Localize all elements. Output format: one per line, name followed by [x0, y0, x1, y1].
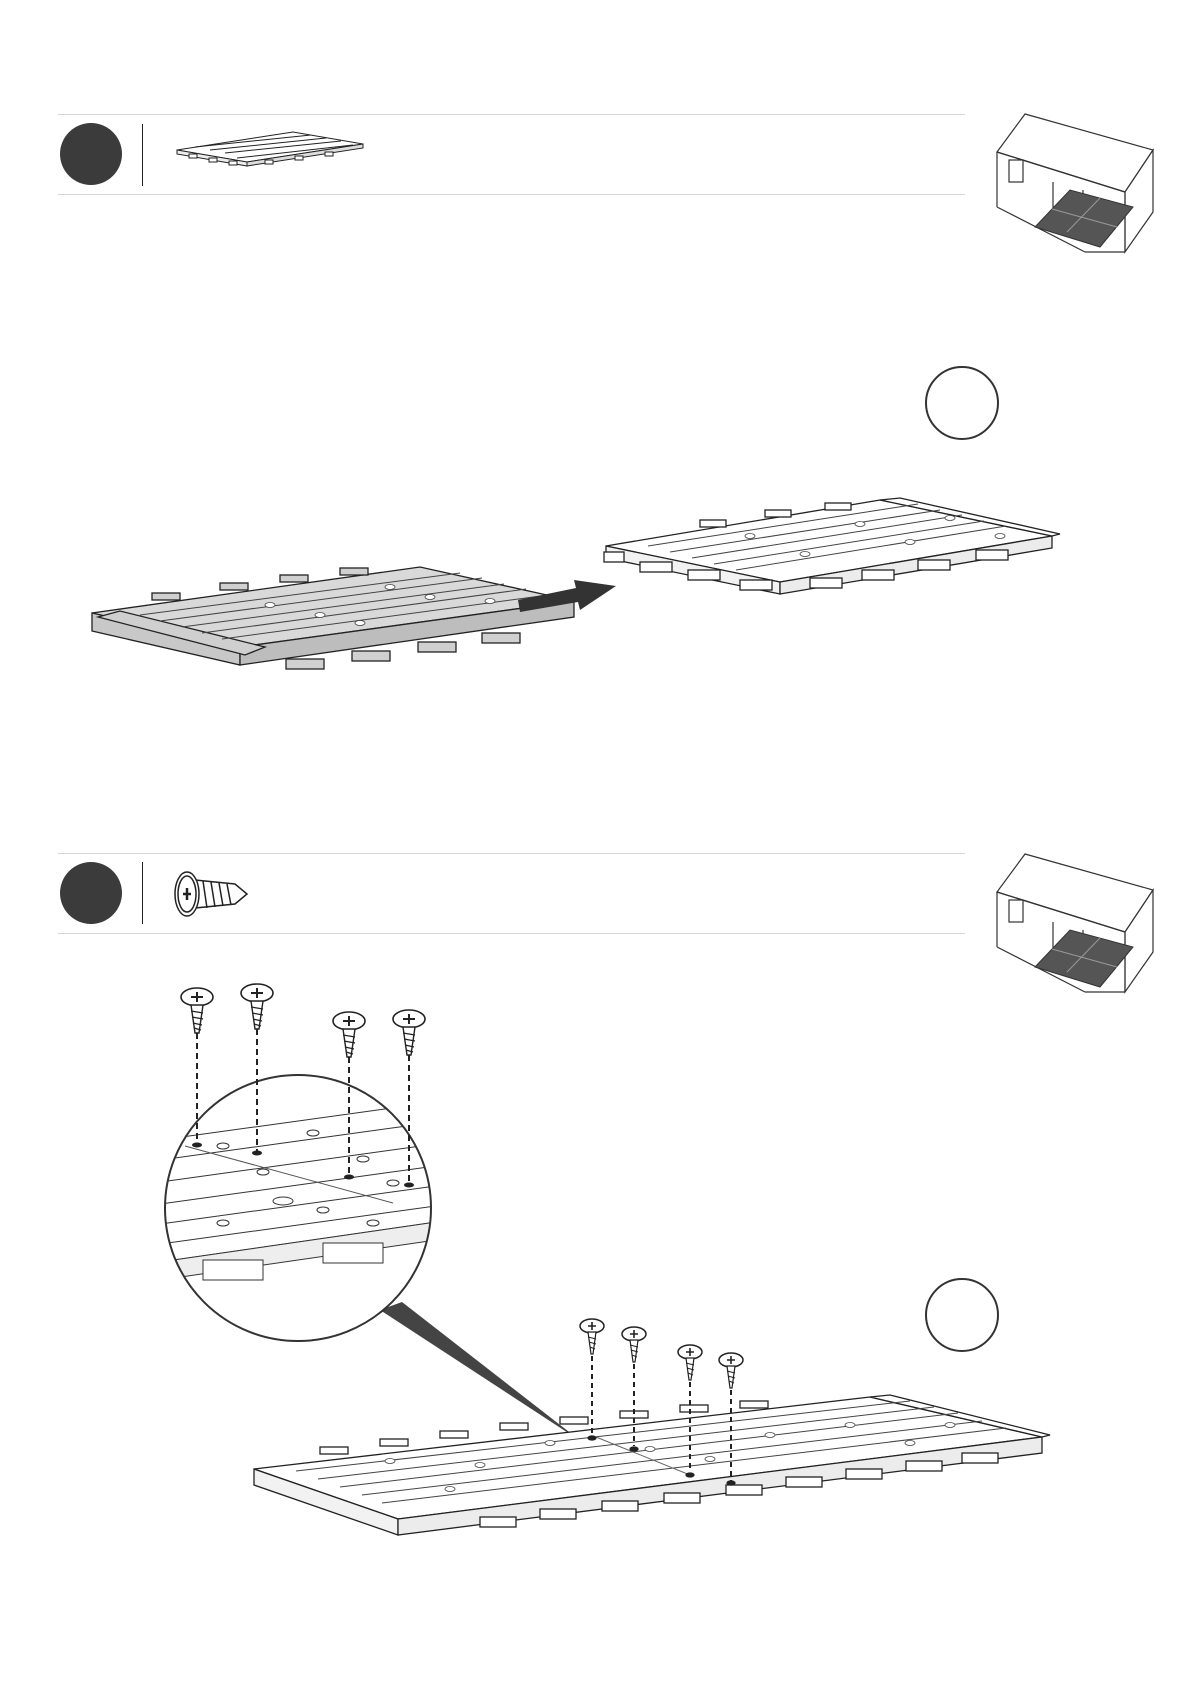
step-1-divider	[142, 124, 143, 186]
screw-icon	[393, 1010, 425, 1055]
shed-floor-location-icon	[995, 112, 1155, 257]
screw-icon	[719, 1353, 743, 1388]
step-2-reference-circle	[925, 1278, 999, 1352]
floor-panel-icon	[175, 130, 365, 170]
step-1-badge	[60, 123, 122, 185]
screw-icon	[173, 870, 249, 918]
screw-icon	[181, 988, 213, 1033]
floor-panel-right	[600, 498, 1060, 618]
floor-panel-left	[90, 565, 590, 695]
screw-icon	[580, 1319, 604, 1354]
step-2-badge	[60, 862, 122, 924]
screw-icon	[678, 1345, 702, 1380]
detail-screws	[170, 985, 440, 1190]
step-1-reference-circle	[925, 366, 999, 440]
install-screws	[578, 1318, 758, 1488]
screw-icon	[241, 984, 273, 1029]
step-2-divider	[142, 862, 143, 924]
shed-floor-location-icon	[995, 852, 1155, 997]
screw-icon	[622, 1327, 646, 1362]
screw-icon	[333, 1012, 365, 1057]
